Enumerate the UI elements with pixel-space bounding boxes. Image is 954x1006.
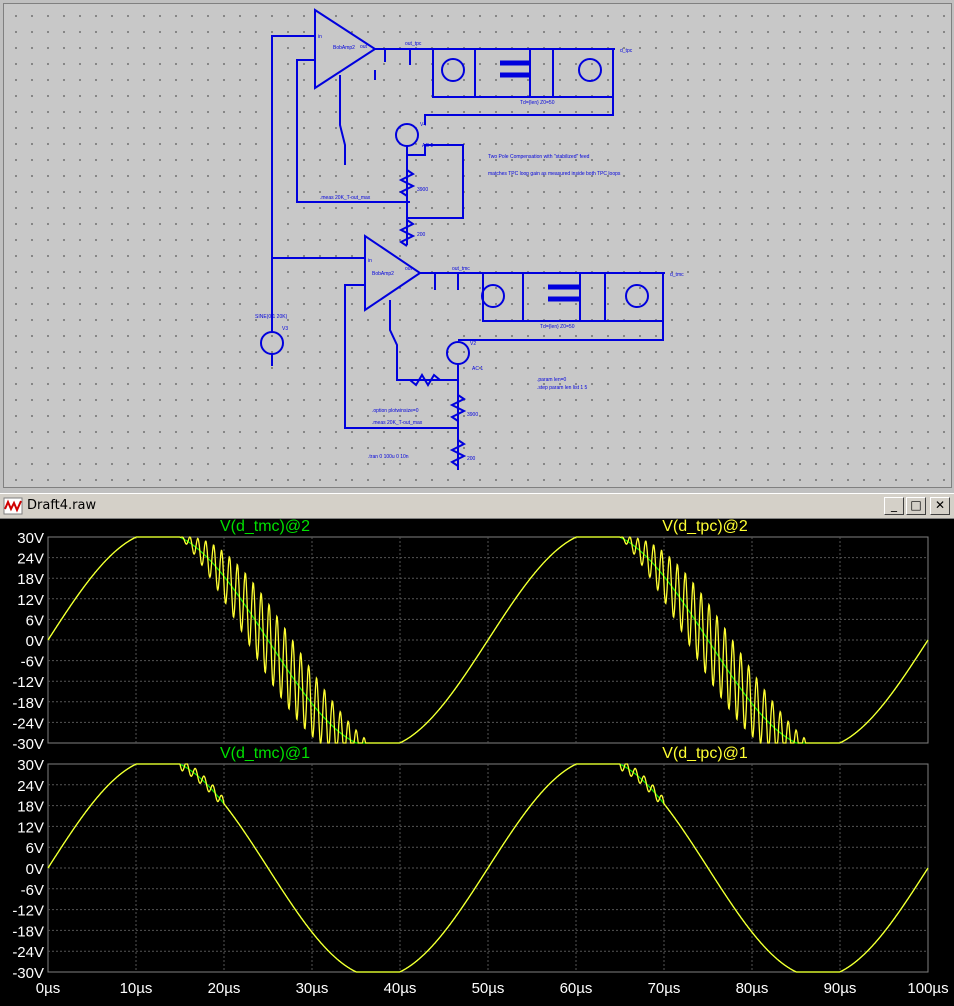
label-meas-top: .meas 20K_T-out_max [320, 195, 371, 201]
label-node-top: out_tpc [405, 41, 422, 47]
label-in-bottom: in [368, 258, 372, 264]
directive-tran: .tran 0 100u 0 10n [368, 454, 409, 460]
trace-label: V(d_tmc)@2 [220, 518, 310, 535]
directive-option: .option plotwinsize=0 [372, 408, 419, 414]
label-amp-top: BobAmp2 [333, 45, 355, 51]
label-r1-bottom: 3900 [467, 412, 478, 418]
y-tick-label: 30V [17, 757, 44, 774]
trace-V-d_tpc--2 [47, 536, 929, 744]
y-tick-label: -24V [12, 715, 44, 732]
waveform-viewer-window[interactable]: Draft4.raw _ □ ✕ 30V 24V 18V 12V 6V 0V -6V -12V… [0, 493, 954, 1006]
y-tick-label: 24V [17, 778, 44, 795]
label-tline-top: Td={len} Z0=50 [520, 100, 555, 106]
label-ac-bottom: AC 1 [472, 366, 483, 372]
minimize-button[interactable]: _ [884, 497, 904, 515]
x-tick-label: 20µs [208, 980, 241, 997]
y-tick-label: 30V [17, 530, 44, 547]
y-tick-label: -12V [12, 674, 44, 691]
window-title: Draft4.raw [27, 498, 97, 513]
y-tick-label: 6V [26, 612, 44, 629]
label-d-tmc: d_tmc [670, 272, 684, 278]
label-out-bottom: out [405, 266, 413, 272]
label-d-tpc: d_tpc [620, 48, 633, 54]
y-tick-label: 12V [17, 819, 44, 836]
label-r1-top: 3900 [417, 187, 428, 193]
schematic-drawing[interactable]: in out BobAmp2 out_tpc d_tpc Td={len} Z0… [0, 0, 954, 490]
trace-label: V(d_tpc)@2 [662, 518, 748, 535]
x-tick-label: 70µs [648, 980, 681, 997]
y-tick-label: 24V [17, 551, 44, 568]
x-tick-label: 80µs [736, 980, 769, 997]
opamp-top [314, 8, 377, 90]
y-tick-label: -6V [21, 654, 44, 671]
window-titlebar[interactable]: Draft4.raw _ □ ✕ [0, 493, 954, 519]
y-tick-label: 0V [26, 861, 44, 878]
label-v2: V2 [470, 341, 476, 347]
x-tick-label: 90µs [824, 980, 857, 997]
directive-step: .step param len list 1 5 [537, 385, 588, 391]
trace-label: V(d_tmc)@1 [220, 745, 310, 762]
close-button[interactable]: ✕ [930, 497, 950, 515]
x-tick-label: 10µs [120, 980, 153, 997]
trace-V-d_tpc--1 [47, 763, 929, 973]
y-tick-label: 0V [26, 633, 44, 650]
y-tick-label: 18V [17, 799, 44, 816]
y-tick-label: -30V [12, 965, 44, 982]
waveform-plot[interactable]: 30V 24V 18V 12V 6V 0V -6V -12V -18V -24V -30V V(d_t… [0, 517, 954, 1006]
y-tick-label: -30V [12, 736, 44, 753]
x-tick-label: 40µs [384, 980, 417, 997]
y-tick-label: -6V [21, 882, 44, 899]
y-tick-label: 12V [17, 592, 44, 609]
label-v3: V3 [282, 326, 288, 332]
label-r2-top: 200 [417, 232, 426, 238]
y-tick-label: -24V [12, 944, 44, 961]
label-tline-bottom: Td={len} Z0=50 [540, 324, 575, 330]
label-meas-bottom: .meas 20K_T-out_max [372, 420, 423, 426]
y-tick-label: -12V [12, 903, 44, 920]
x-tick-label: 30µs [296, 980, 329, 997]
label-out-top: out [360, 44, 368, 50]
y-tick-label: 18V [17, 571, 44, 588]
directive-param: .param len=0 [537, 377, 567, 383]
label-amp-bottom: BobAmp2 [372, 271, 394, 277]
label-node-bottom: out_tmc [452, 266, 470, 272]
schematic-canvas[interactable] [3, 3, 952, 488]
opamp-bottom [364, 234, 422, 312]
label-r2-bottom: 200 [467, 456, 476, 462]
x-tick-label: 50µs [472, 980, 505, 997]
trace-label: V(d_tpc)@1 [662, 745, 748, 762]
note-line-1: Two Pole Compensation with "stabilized" … [488, 154, 590, 160]
label-ac-top: AC 1 [422, 143, 433, 149]
y-tick-label: -18V [12, 923, 44, 940]
label-source: SINE(0 1 20K) [255, 314, 288, 320]
maximize-button[interactable]: □ [906, 497, 926, 515]
y-tick-label: 6V [26, 840, 44, 857]
schematic-editor[interactable]: in out BobAmp2 out_tpc d_tpc Td={len} Z0… [0, 0, 954, 490]
label-v4: V4 [420, 122, 426, 128]
note-line-2: matches TPC loop gain as measured inside… [488, 171, 621, 177]
x-tick-label: 60µs [560, 980, 593, 997]
label-in-top: in [318, 34, 322, 40]
x-tick-label: 100µs [907, 980, 948, 997]
x-tick-label: 0µs [36, 980, 61, 997]
waveform-icon [3, 497, 23, 515]
y-tick-label: -18V [12, 695, 44, 712]
